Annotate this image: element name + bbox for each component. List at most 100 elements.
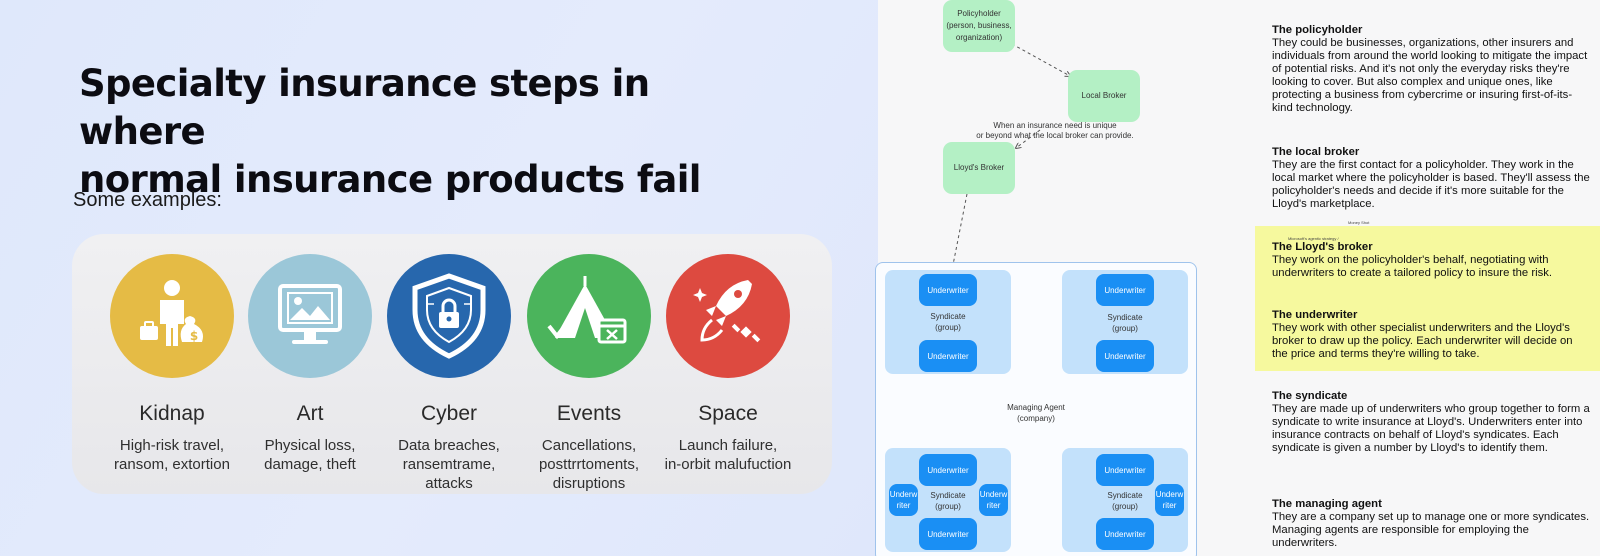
syndicate-label: Syndicate (group) [1095,490,1155,512]
section-body: They are the first contact for a policyh… [1272,159,1590,210]
example-art: Art Physical loss, damage, theft [245,254,375,474]
example-description: Data breaches, ransemtrame, attacks [384,436,514,493]
section-policyholder: The policyholder They could be businesse… [1272,24,1590,115]
section-heading: The underwriter [1272,309,1358,321]
example-space: Space Launch failure, in-orbit malufucti… [663,254,793,474]
example-description: Cancellations, posttrrtoments, disruptio… [524,436,654,493]
title-line-1: Specialty insurance steps in where [79,62,650,153]
section-heading: The local broker [1272,146,1360,158]
label-line: riter [896,501,911,510]
example-description: High-risk travel, ransom, extortion [107,436,237,474]
label-line: Syndicate [1107,491,1143,500]
example-name: Space [698,402,758,425]
underwriter-node[interactable]: Underw riter [889,484,918,516]
desc-line: ransom, extortion [114,456,230,473]
underwriter-node[interactable]: Underwriter [919,518,977,550]
node-label: Local Broker [1081,91,1127,100]
desc-line: ransemtrame, [402,456,496,473]
desc-line: High-risk travel, [119,437,225,454]
section-body: They could be businesses, organizations,… [1272,37,1588,114]
section-heading: The Lloyd's broker [1272,241,1373,253]
underwriter-node[interactable]: Underwriter [1096,274,1154,306]
label-line: Underw [889,490,918,499]
example-name: Art [296,402,324,425]
section-body: They work on the policyholder's behalf, … [1272,254,1553,279]
svg-text:$: $ [190,329,198,343]
note-line: or beyond what the local broker can prov… [976,131,1134,140]
underwriter-node[interactable]: Underwriter [1096,518,1154,550]
section-heading: The syndicate [1272,390,1348,402]
section-syndicate: The syndicate They are made up of underw… [1272,390,1590,455]
broker-condition-note: When an insurance need is unique or beyo… [965,121,1145,141]
label-line: (group) [1112,502,1138,511]
label-line: (group) [935,502,961,511]
node-label: Lloyd's Broker [953,163,1005,172]
desc-line: Launch failure, [678,437,778,454]
example-name: Kidnap [139,402,205,425]
label-line: Managing Agent [1007,403,1065,412]
desc-line: Data breaches, [398,437,500,454]
section-body: They work with other specialist underwri… [1272,322,1573,360]
example-cyber: Cyber Data breaches, ransemtrame, attack… [384,254,514,493]
slide-panel: Specialty insurance steps in where norma… [0,0,878,556]
label-line: riter [1162,501,1177,510]
underwriter-node[interactable]: Underwriter [919,454,977,486]
kidnap-money-bag-icon: $ [110,254,234,378]
space-rocket-satellite-icon [666,254,790,378]
syndicate-label: Syndicate (group) [918,311,978,333]
desc-line: disruptions [552,475,626,492]
example-description: Physical loss, damage, theft [245,436,375,474]
syndicate-label: Syndicate (group) [1095,312,1155,334]
desc-line: attacks [425,475,473,492]
node-lloyds-broker[interactable]: Lloyd's Broker [943,142,1015,194]
example-name: Cyber [420,402,478,425]
label-line: (group) [1112,324,1138,333]
section-body: They are a company set up to manage one … [1272,511,1590,549]
managing-agent-label: Managing Agent (company) [996,402,1076,424]
examples-card: $ Kidnap High-risk travel, ransom, extor… [72,234,832,494]
art-picture-monitor-icon [248,254,372,378]
desc-line: Physical loss, [264,437,356,454]
node-policyholder[interactable]: Policyholder (person, business, organiza… [943,0,1015,52]
desc-line: damage, theft [264,456,356,473]
node-local-broker[interactable]: Local Broker [1068,70,1140,122]
section-heading: The policyholder [1272,24,1363,36]
example-events: Events Cancellations, posttrrtoments, di… [524,254,654,493]
title-line-2: normal insurance products fail [79,158,701,201]
underwriter-node[interactable]: Underwriter [919,274,977,306]
tiny-note: Microsoft's agentic strategy / [1288,236,1339,241]
example-description: Launch failure, in-orbit malufuction [663,436,793,474]
underwriter-node[interactable]: Underwriter [1096,454,1154,486]
tiny-note: Money Shot [1348,220,1370,225]
section-body: They are made up of underwriters who gro… [1272,403,1590,454]
section-managing-agent: The managing agent They are a company se… [1272,498,1590,550]
node-label: (person, business, [946,21,1012,30]
node-label: Policyholder [957,9,1001,18]
desc-line: in-orbit malufuction [664,456,792,473]
example-name: Events [556,402,622,425]
section-local-broker: The local broker They are the first cont… [1272,146,1590,211]
section-lloyds-broker: The Lloyd's broker They work on the poli… [1272,241,1590,280]
label-line: Underw [979,490,1008,499]
desc-line: posttrrtoments, [538,456,640,473]
cyber-shield-lock-icon [387,254,511,378]
note-line: When an insurance need is unique [993,121,1117,130]
section-heading: The managing agent [1272,498,1382,510]
underwriter-node[interactable]: Underwriter [1096,340,1154,372]
label-line: (company) [1017,414,1055,423]
highlight-sticky[interactable] [1255,226,1600,371]
label-line: (group) [935,323,961,332]
node-label: organization) [955,33,1003,42]
slide-title: Specialty insurance steps in where norma… [79,60,779,204]
underwriter-node[interactable]: Underwriter [919,340,977,372]
label-line: Syndicate [930,312,966,321]
desc-line: Cancellations, [541,437,637,454]
label-line: Syndicate [1107,313,1143,322]
examples-label: Some examples: [73,189,222,211]
events-tent-calendar-icon [527,254,651,378]
section-underwriter: The underwriter They work with other spe… [1272,309,1590,361]
